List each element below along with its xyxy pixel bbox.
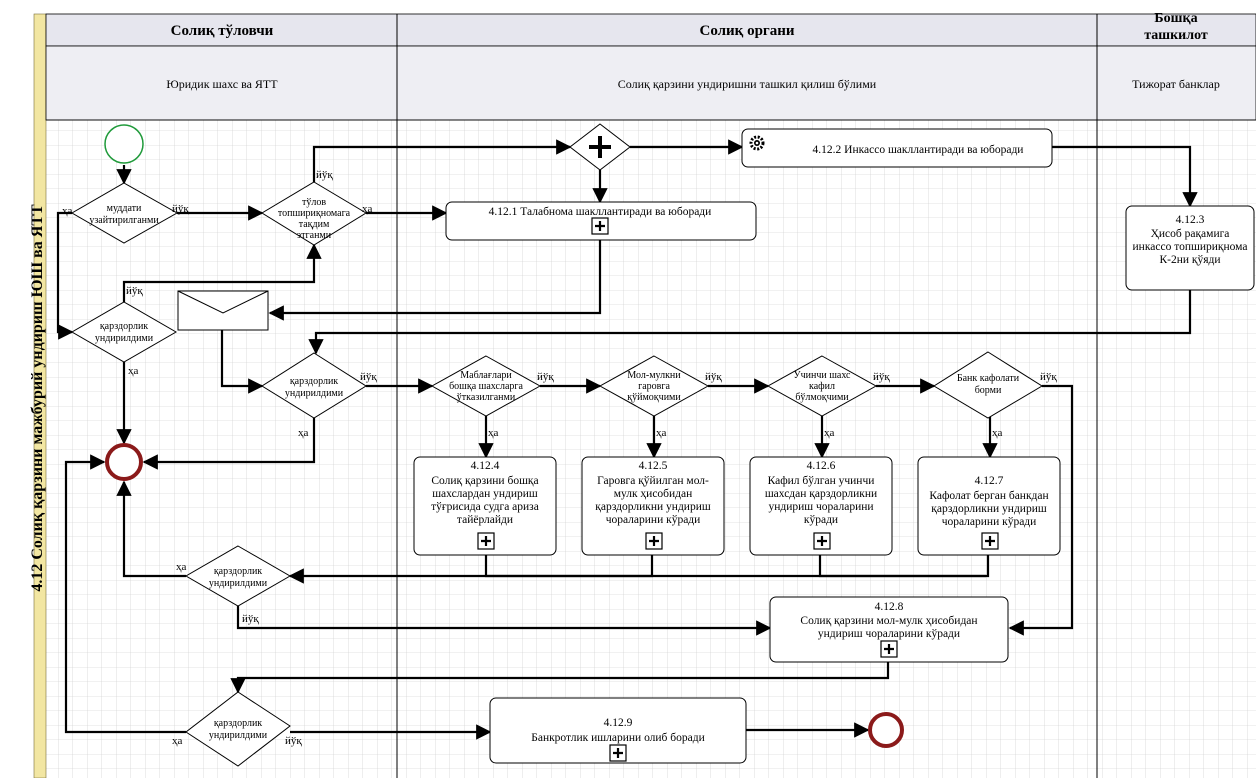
task-4-12-8[interactable] xyxy=(769,596,1009,663)
flow-labels: ҳа йўқ йўқ ҳа йўқ ҳа йўқ ҳа йўқ йўқ йўқ … xyxy=(62,169,1057,747)
lane-subheader-tax-authority: Солиқ қарзини ундиришни ташкил қилиш бўл… xyxy=(618,77,877,91)
task-4-12-2-label: 4.12.2 Инкассо шакллантиради ва юборади xyxy=(813,144,1024,156)
gateway-payment-order-submitted[interactable] xyxy=(261,181,367,246)
task-4-12-7-number: 4.12.7 xyxy=(975,475,1004,487)
gateway-deadline-extended[interactable] xyxy=(70,182,179,244)
flow-label-no: йўқ xyxy=(126,285,143,297)
flow-label-no: йўқ xyxy=(873,371,890,383)
flow-label-yes: ҳа xyxy=(992,427,1003,439)
gateway-third-party-guarantor[interactable] xyxy=(766,355,878,417)
task-4-12-9[interactable] xyxy=(489,697,747,764)
flow-label-no: йўқ xyxy=(172,203,189,215)
flow-label-yes: ҳа xyxy=(656,427,667,439)
gateway-funds-transferred[interactable] xyxy=(430,355,542,417)
lane-header-taxpayer: Солиқ тўловчи xyxy=(171,23,274,39)
flow-label-no: йўқ xyxy=(316,169,333,181)
task-4-12-4-number: 4.12.4 xyxy=(471,460,500,472)
gateway-debt-collected-4[interactable] xyxy=(185,691,291,767)
parallel-plus-icon xyxy=(589,136,611,158)
task-4-12-7[interactable] xyxy=(917,456,1061,556)
flow-label-yes: ҳа xyxy=(128,365,139,377)
process-title: 4.12 Солиқ қарзини мажбурий ундириш ЮШ в… xyxy=(29,204,46,592)
task-4-12-9-number: 4.12.9 xyxy=(604,717,633,729)
gateway-debt-collected-2[interactable] xyxy=(261,352,367,419)
flow-label-yes: ҳа xyxy=(488,427,499,439)
flow-label-yes: ҳа xyxy=(172,735,183,747)
message-envelope-icon[interactable] xyxy=(177,290,269,331)
task-4-12-6-number: 4.12.6 xyxy=(807,460,836,472)
pool-title-band xyxy=(33,13,47,778)
gateway-bank-guarantee[interactable] xyxy=(933,351,1043,419)
flow-label-no: йўқ xyxy=(1040,371,1057,383)
flow-label-yes: ҳа xyxy=(176,561,187,573)
task-4-12-3[interactable] xyxy=(1125,205,1255,291)
flow-label-yes: ҳа xyxy=(62,205,73,217)
gateway-pledge-property[interactable] xyxy=(598,355,710,417)
flow-label-no: йўқ xyxy=(242,613,259,625)
flow-label-yes: ҳа xyxy=(824,427,835,439)
flow-label-no: йўқ xyxy=(285,735,302,747)
task-4-12-3-number: 4.12.3 xyxy=(1176,214,1205,226)
flow-label-no: йўқ xyxy=(705,371,722,383)
start-event[interactable] xyxy=(104,124,144,164)
task-4-12-4[interactable] xyxy=(413,456,557,556)
gateway-debt-collected-1[interactable] xyxy=(70,301,178,363)
task-4-12-5[interactable] xyxy=(581,456,725,556)
flow-label-yes: ҳа xyxy=(298,427,309,439)
task-4-12-6[interactable] xyxy=(749,456,893,556)
end-event-main[interactable] xyxy=(105,443,143,481)
gateway-debt-collected-3[interactable] xyxy=(184,545,292,607)
task-4-12-1-label: 4.12.1 Талабнома шакллантиради ва юборад… xyxy=(489,206,712,218)
task-4-12-2[interactable] xyxy=(741,128,1053,168)
task-4-12-9-text: Банкротлик ишларини олиб боради xyxy=(531,732,705,744)
gear-icon xyxy=(749,135,765,151)
lane-subheader-banks: Тижорат банклар xyxy=(1132,77,1220,91)
plus-icon xyxy=(481,221,995,758)
end-event-bankruptcy[interactable] xyxy=(868,712,904,748)
lane-header-tax-authority: Солиқ органи xyxy=(699,23,794,39)
flow-label-yes: ҳа xyxy=(362,203,373,215)
flow-label-no: йўқ xyxy=(360,371,377,383)
lane-subheader-taxpayer: Юридик шахс ва ЯТТ xyxy=(166,77,278,91)
task-4-12-5-number: 4.12.5 xyxy=(639,460,668,472)
flow-label-no: йўқ xyxy=(537,371,554,383)
sequence-flows xyxy=(56,139,1198,740)
task-4-12-8-number: 4.12.8 xyxy=(875,601,904,613)
